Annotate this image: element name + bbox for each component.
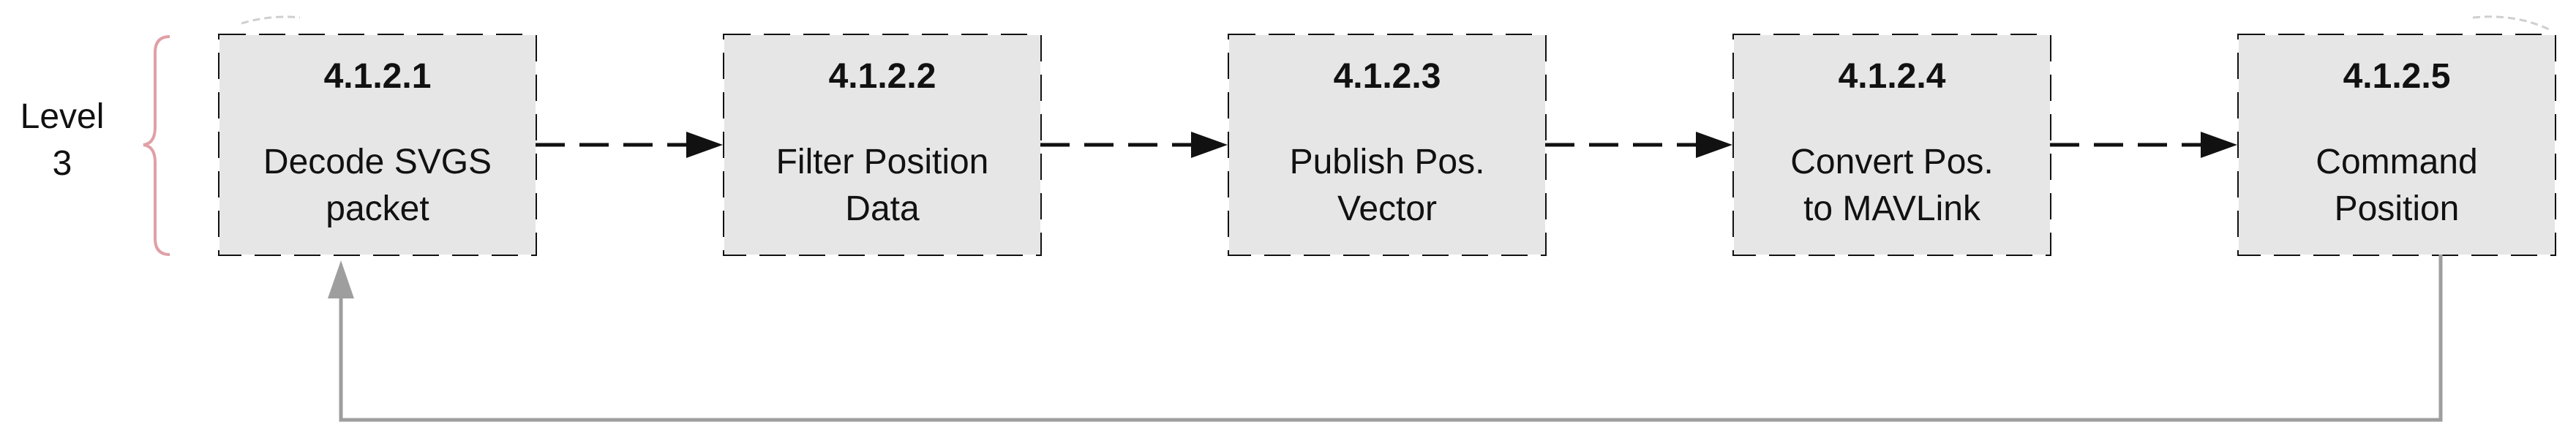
flow-arrow-head (2201, 132, 2237, 158)
process-id: 4.1.2.4 (1838, 56, 1946, 96)
process-id: 4.1.2.1 (323, 56, 432, 96)
process-label: Publish Pos. Vector (1229, 117, 1545, 255)
process-label-line1: Convert Pos. (1790, 143, 1994, 181)
feedback-arrow-line (339, 255, 2443, 422)
process-label-line1: Decode SVGS (263, 143, 492, 181)
process-id: 4.1.2.5 (2343, 56, 2451, 96)
process-box-4[interactable]: 4.1.2.4 Convert Pos. to MAVLink (1734, 35, 2050, 255)
level-label-line1: Level (20, 97, 105, 136)
process-label-line1: Command (2316, 143, 2478, 181)
flow-arrow-head (1696, 132, 1732, 158)
process-id: 4.1.2.3 (1333, 56, 1441, 96)
level-label: Level 3 (0, 94, 124, 187)
process-label-line2: to MAVLink (1803, 189, 1980, 228)
decorative-arc-right (2472, 15, 2553, 32)
process-label: Decode SVGS packet (219, 117, 536, 255)
process-box-3[interactable]: 4.1.2.3 Publish Pos. Vector (1229, 35, 1545, 255)
process-label-line2: packet (326, 189, 429, 228)
process-label-line1: Filter Position (776, 143, 989, 181)
process-box-2[interactable]: 4.1.2.2 Filter Position Data (724, 35, 1040, 255)
process-label: Convert Pos. to MAVLink (1734, 117, 2050, 255)
flow-arrow-head (1191, 132, 1228, 158)
process-label-line1: Publish Pos. (1289, 143, 1485, 181)
flow-arrow-head (686, 132, 723, 158)
decorative-arc-left (241, 15, 301, 25)
level-brace (143, 35, 170, 256)
process-label-line2: Data (845, 189, 920, 228)
process-label-line2: Vector (1337, 189, 1438, 228)
process-box-1[interactable]: 4.1.2.1 Decode SVGS packet (219, 35, 536, 255)
feedback-arrow-head (328, 260, 354, 298)
process-label-line2: Position (2334, 189, 2460, 228)
level-label-line2: 3 (52, 144, 72, 183)
process-id: 4.1.2.2 (828, 56, 936, 96)
process-label: Filter Position Data (724, 117, 1040, 255)
process-label: Command Position (2239, 117, 2555, 255)
process-box-5[interactable]: 4.1.2.5 Command Position (2239, 35, 2555, 255)
